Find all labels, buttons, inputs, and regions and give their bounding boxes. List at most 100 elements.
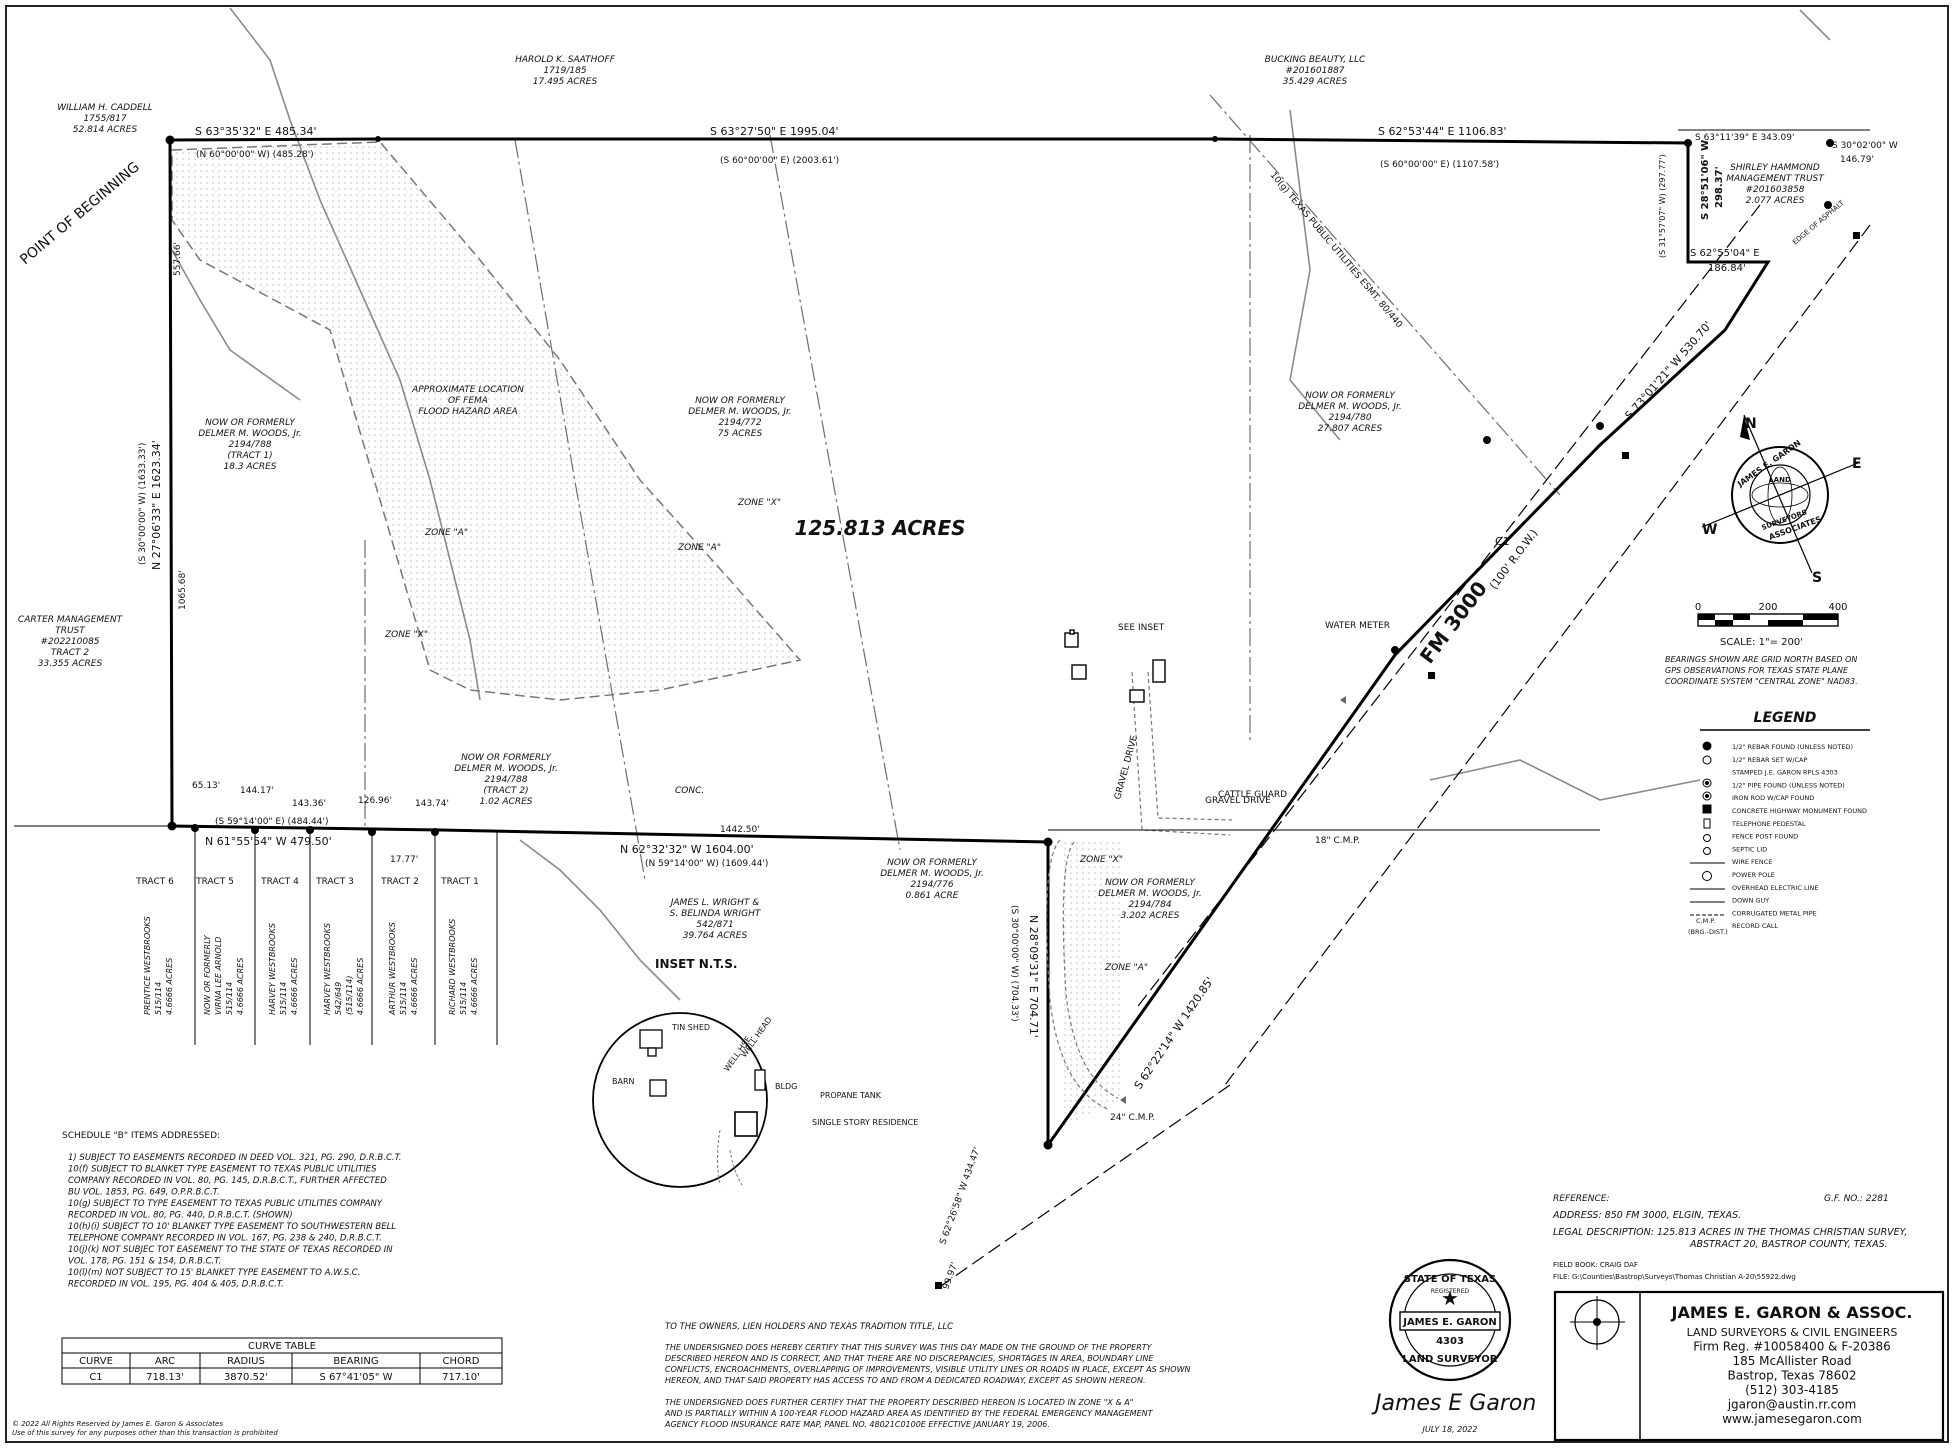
legend-item: SEPTIC LID (1732, 845, 1767, 853)
inset-circle (592, 1012, 768, 1188)
owner-label: FLOOD HAZARD AREA (418, 407, 517, 417)
curve-table-grid (61, 1337, 503, 1385)
call-north-1: S 63°35'32" E 485.34' (195, 125, 317, 138)
north-letter: N (1745, 416, 1757, 432)
signature: James E Garon (1371, 1391, 1536, 1416)
adjoiner-label: #202210085 (40, 637, 99, 647)
schedule-b-line: 10(j)(k) NOT SUBJEC TOT EASEMENT TO THE … (68, 1245, 393, 1255)
fence-lines (364, 94, 1561, 881)
firm-line: Bastrop, Texas 78602 (1728, 1369, 1857, 1383)
tract-owner: NOW OR FORMERLY (203, 934, 212, 1015)
owner-label: (TRACT 1) (227, 451, 272, 461)
owner-label: DELMER M. WOODS, Jr. (1098, 889, 1202, 899)
owner-label: NOW OR FORMERLY (205, 418, 296, 428)
curve-table-header: ARC (155, 1356, 175, 1367)
adjoiner-lines (14, 129, 1870, 1045)
owner-label: NOW OR FORMERLY (887, 858, 978, 868)
firm-name: JAMES E. GARON & ASSOC. (1671, 1303, 1913, 1322)
firm-line: jgaron@austin.rr.com (1727, 1398, 1857, 1412)
scale-tick: 0 (1695, 602, 1701, 613)
dimension-label: 143.74' (415, 799, 449, 809)
legend-item: TELEPHONE PEDESTAL (1731, 820, 1806, 828)
tract-owner: 542/649 (334, 982, 343, 1015)
owner-label: DELMER M. WOODS, Jr. (454, 764, 558, 774)
call-east-1-record: (S 31°57'07" W) (297.77') (1658, 154, 1667, 258)
dimension-label: 126.96' (358, 796, 392, 806)
owner-label: 18.3 ACRES (224, 462, 277, 472)
tract-owner: RICHARD WESTBROOKS (448, 919, 457, 1015)
owner-label: 2194/788 (228, 440, 271, 450)
field-book: FIELD BOOK: CRAIG DAF (1553, 1261, 1638, 1269)
curve-table-header: CHORD (442, 1356, 479, 1367)
curve-table-cell: C1 (89, 1372, 102, 1383)
tract-owner: 515/114 (399, 982, 408, 1015)
tract-owner: 4.6666 ACRES (410, 958, 419, 1015)
call-se-1-record: (S 30°00'00" W) (704.33') (1009, 905, 1019, 1022)
flood-hazard-area (171, 141, 802, 701)
schedule-b-line: RECORDED IN VOL. 195, PG. 404 & 405, D.R… (68, 1280, 284, 1290)
reference-address: ADDRESS: 850 FM 3000, ELGIN, TEXAS. (1552, 1210, 1741, 1221)
owner-label: DELMER M. WOODS, Jr. (688, 407, 792, 417)
zone-label: ZONE "X" (384, 630, 428, 640)
legend-cmp: C.M.P. (1696, 917, 1715, 925)
adjoiner-label: #201601887 (1285, 66, 1344, 76)
adjoiner-label: TRUST (55, 626, 86, 636)
legend-item: POWER POLE (1732, 871, 1775, 879)
curve-table-cell: 3870.52' (224, 1372, 268, 1383)
surveyor-seal: ★ (1388, 1258, 1512, 1382)
call-west: N 27°06'33" E 1623.34' (150, 440, 163, 570)
owner-label: 2194/776 (910, 880, 953, 890)
call-east-2-b: 186.84' (1708, 263, 1746, 274)
cert-p1: HEREON, AND THAT SAID PROPERTY HAS ACCES… (665, 1376, 1146, 1385)
owner-label: 3.202 ACRES (1121, 911, 1180, 921)
dimension-label: 557.66' (173, 242, 183, 276)
owner-label: OF FEMA (448, 396, 488, 406)
owner-label: (TRACT 2) (483, 786, 528, 796)
legend-title: LEGEND (1754, 710, 1817, 726)
tract-owner: 4.6666 ACRES (165, 958, 174, 1015)
inset-title: INSET N.T.S. (655, 957, 737, 971)
reference-legal-2: ABSTRACT 20, BASTROP COUNTY, TEXAS. (1689, 1239, 1888, 1250)
firm-line: (512) 303-4185 (1745, 1383, 1839, 1397)
seal-number: 4303 (1436, 1336, 1464, 1347)
conc-label: CONC. (675, 786, 704, 796)
signature-date: JULY 18, 2022 (1421, 1425, 1478, 1434)
legend-item: CONCRETE HIGHWAY MONUMENT FOUND (1732, 807, 1867, 815)
tract-owner: 4.6666 ACRES (356, 958, 365, 1015)
legend-item: FENCE POST FOUND (1732, 833, 1798, 841)
legend-item: WIRE FENCE (1732, 858, 1772, 866)
tract-owner: 515/114 (225, 982, 234, 1015)
adjoiner-label: SHIRLEY HAMMOND (1730, 163, 1820, 173)
tract-number: TRACT 5 (195, 877, 234, 887)
cmp-18-label: 18" C.M.P. (1315, 836, 1360, 846)
dimension-label: 143.36' (292, 799, 326, 809)
scale-bar (1697, 613, 1839, 627)
call-north-2-record: (S 60°00'00" E) (2003.61') (720, 156, 839, 166)
adjoiner-label: 52.814 ACRES (73, 125, 138, 135)
owner-label: DELMER M. WOODS, Jr. (1298, 402, 1402, 412)
tract-number: TRACT 4 (260, 877, 299, 887)
north-arrow (1701, 414, 1859, 574)
acreage-title: 125.813 ACRES (794, 516, 965, 540)
dimension-label: 144.17' (240, 786, 274, 796)
see-inset-label: SEE INSET (1118, 623, 1165, 633)
call-south-1: N 61°55'54" W 479.50' (205, 835, 332, 848)
call-east-1-b: 298.37' (1714, 166, 1725, 208)
dimension-label: 17.77' (390, 855, 418, 865)
scale-tick: 200 (1758, 602, 1777, 613)
zone-label: ZONE "A" (424, 528, 468, 538)
legend-item: RECORD CALL (1732, 922, 1778, 930)
call-north-3-record: (S 60°00'00" E) (1107.58') (1380, 160, 1499, 170)
adjoiner-label: 17.495 ACRES (533, 77, 598, 87)
firm-line: Firm Reg. #10058400 & F-20386 (1693, 1340, 1891, 1354)
owner-label: NOW OR FORMERLY (695, 396, 786, 406)
tract-number: TRACT 1 (440, 877, 479, 887)
easement-label: 10(g) TEXAS PUBLIC UTILITIES ESMT. 80/44… (1268, 171, 1404, 331)
call-east-1: S 28°51'06" W (1700, 140, 1711, 220)
cert-p1: CONFLICTS, ENCROACHMENTS, OVERLAPPING OF… (665, 1365, 1191, 1374)
call-south-2-record: (N 59°14'00" W) (1609.44') (645, 859, 768, 869)
owner-label: 2194/788 (484, 775, 527, 785)
